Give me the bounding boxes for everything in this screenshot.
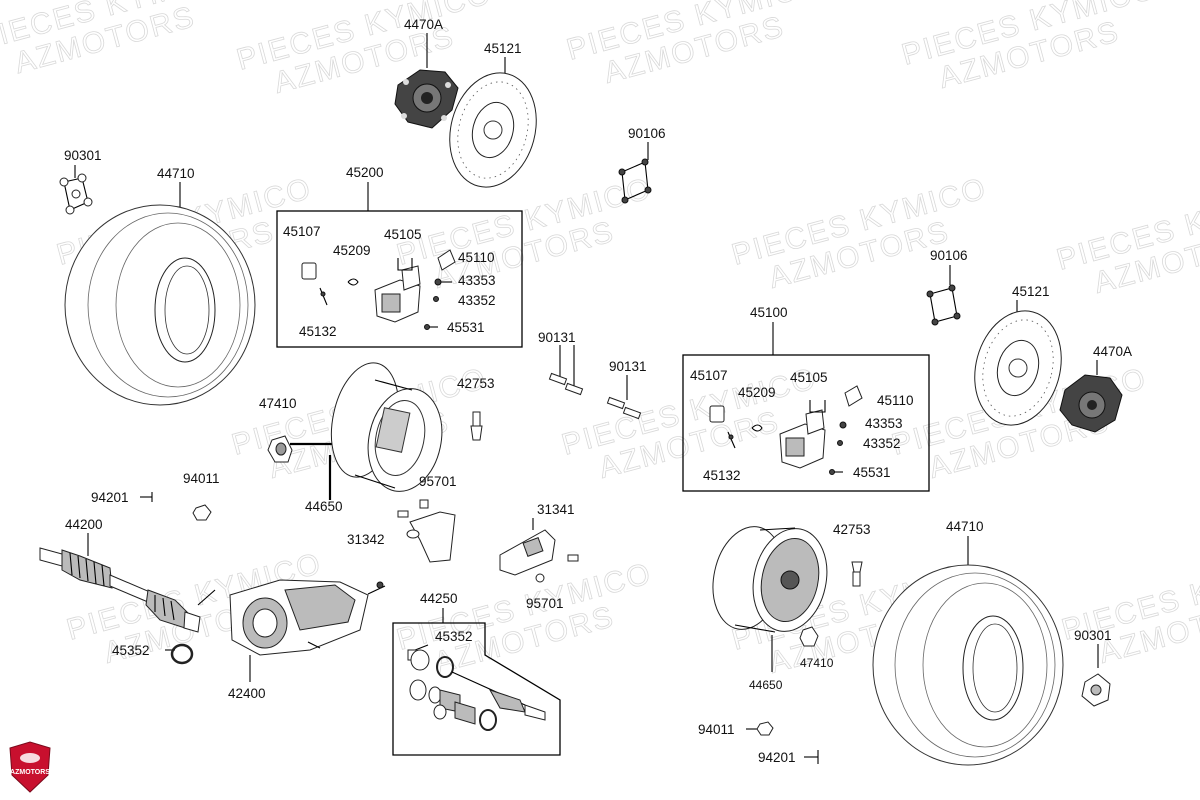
valve-left	[470, 411, 483, 441]
part-label: 45531	[447, 320, 485, 335]
pin-94201-left	[140, 492, 153, 502]
part-label: 90301	[1074, 628, 1112, 643]
bracket-31342	[397, 499, 456, 563]
part-label: 95701	[526, 596, 564, 611]
part-label: 42753	[833, 522, 871, 537]
hub-nut-left	[267, 435, 293, 463]
nut-94011-left	[192, 504, 212, 521]
part-label: 90131	[609, 359, 647, 374]
part-label: 44710	[157, 166, 195, 181]
part-label: 4470A	[404, 17, 443, 32]
part-label: 44650	[305, 499, 343, 514]
caliper-kit-left	[276, 182, 523, 348]
tire-right	[872, 536, 1064, 766]
labels: 4470A 45121 90106 90301 44710 45200 4510…	[64, 17, 1132, 765]
shaft-kit-box	[392, 608, 561, 756]
part-label: 42400	[228, 686, 266, 701]
part-label: 45107	[283, 224, 321, 239]
hub-right	[1059, 360, 1123, 433]
rim-right	[712, 526, 828, 672]
bracket-31341	[499, 518, 579, 583]
part-label: 31341	[537, 502, 575, 517]
part-label: 94201	[758, 750, 796, 765]
bolt-pair-left	[548, 345, 584, 396]
part-label: 90131	[538, 330, 576, 345]
part-label: 47410	[800, 656, 834, 670]
part-label: 45352	[435, 629, 473, 644]
logo-text: AZMOTORS	[10, 769, 50, 776]
bolt-set-right	[926, 265, 961, 326]
part-label: 45121	[1012, 284, 1050, 299]
part-label: 90106	[628, 126, 666, 141]
nut-94011-right	[746, 721, 774, 736]
part-label: 45105	[790, 370, 828, 385]
box-label: 45100	[750, 305, 788, 320]
part-label: 45121	[484, 41, 522, 56]
hub-top	[394, 33, 459, 129]
part-label: 45132	[299, 324, 337, 339]
rim-left	[290, 362, 443, 500]
brake-disc-top	[449, 57, 537, 188]
part-label: 43352	[863, 436, 901, 451]
part-label: 90106	[930, 248, 968, 263]
tire-left	[64, 182, 256, 406]
azmotors-logo: AZMOTORS	[9, 741, 51, 793]
part-label: 45531	[853, 465, 891, 480]
part-label: 45209	[333, 243, 371, 258]
part-label: 43352	[458, 293, 496, 308]
part-label: 43353	[865, 416, 903, 431]
pin-94201-right	[804, 750, 819, 764]
part-label: 95701	[419, 474, 457, 489]
hub-nut-right	[799, 626, 819, 647]
box-label: 44250	[420, 591, 458, 606]
oring-left	[165, 643, 194, 665]
box-label: 45200	[346, 165, 384, 180]
part-label: 47410	[259, 396, 297, 411]
nut-set-left	[59, 165, 93, 215]
part-label: 45110	[877, 393, 914, 408]
part-label: 4470A	[1093, 344, 1132, 359]
part-label: 43353	[458, 273, 496, 288]
part-label: 45352	[112, 643, 150, 658]
gearcase	[197, 579, 386, 682]
part-label: 94201	[91, 490, 129, 505]
part-label: 45132	[703, 468, 741, 483]
nut-set-right	[1081, 644, 1111, 707]
caliper-kit-right	[682, 322, 930, 492]
axle-left	[39, 533, 201, 633]
part-label: 45209	[738, 385, 776, 400]
part-label: 94011	[698, 722, 735, 737]
bolt-pair-mid	[606, 375, 642, 420]
part-label: 42753	[457, 376, 495, 391]
bolt-set-top	[618, 142, 652, 204]
part-label: 45110	[458, 250, 495, 265]
part-label: 45107	[690, 368, 728, 383]
part-label: 45105	[384, 227, 422, 242]
part-label: 44650	[749, 678, 783, 692]
part-label: 44710	[946, 519, 984, 534]
valve-right	[851, 561, 863, 587]
part-label: 44200	[65, 517, 103, 532]
brake-disc-right	[974, 300, 1062, 426]
part-label: 90301	[64, 148, 102, 163]
part-label: 94011	[183, 471, 220, 486]
part-label: 31342	[347, 532, 385, 547]
